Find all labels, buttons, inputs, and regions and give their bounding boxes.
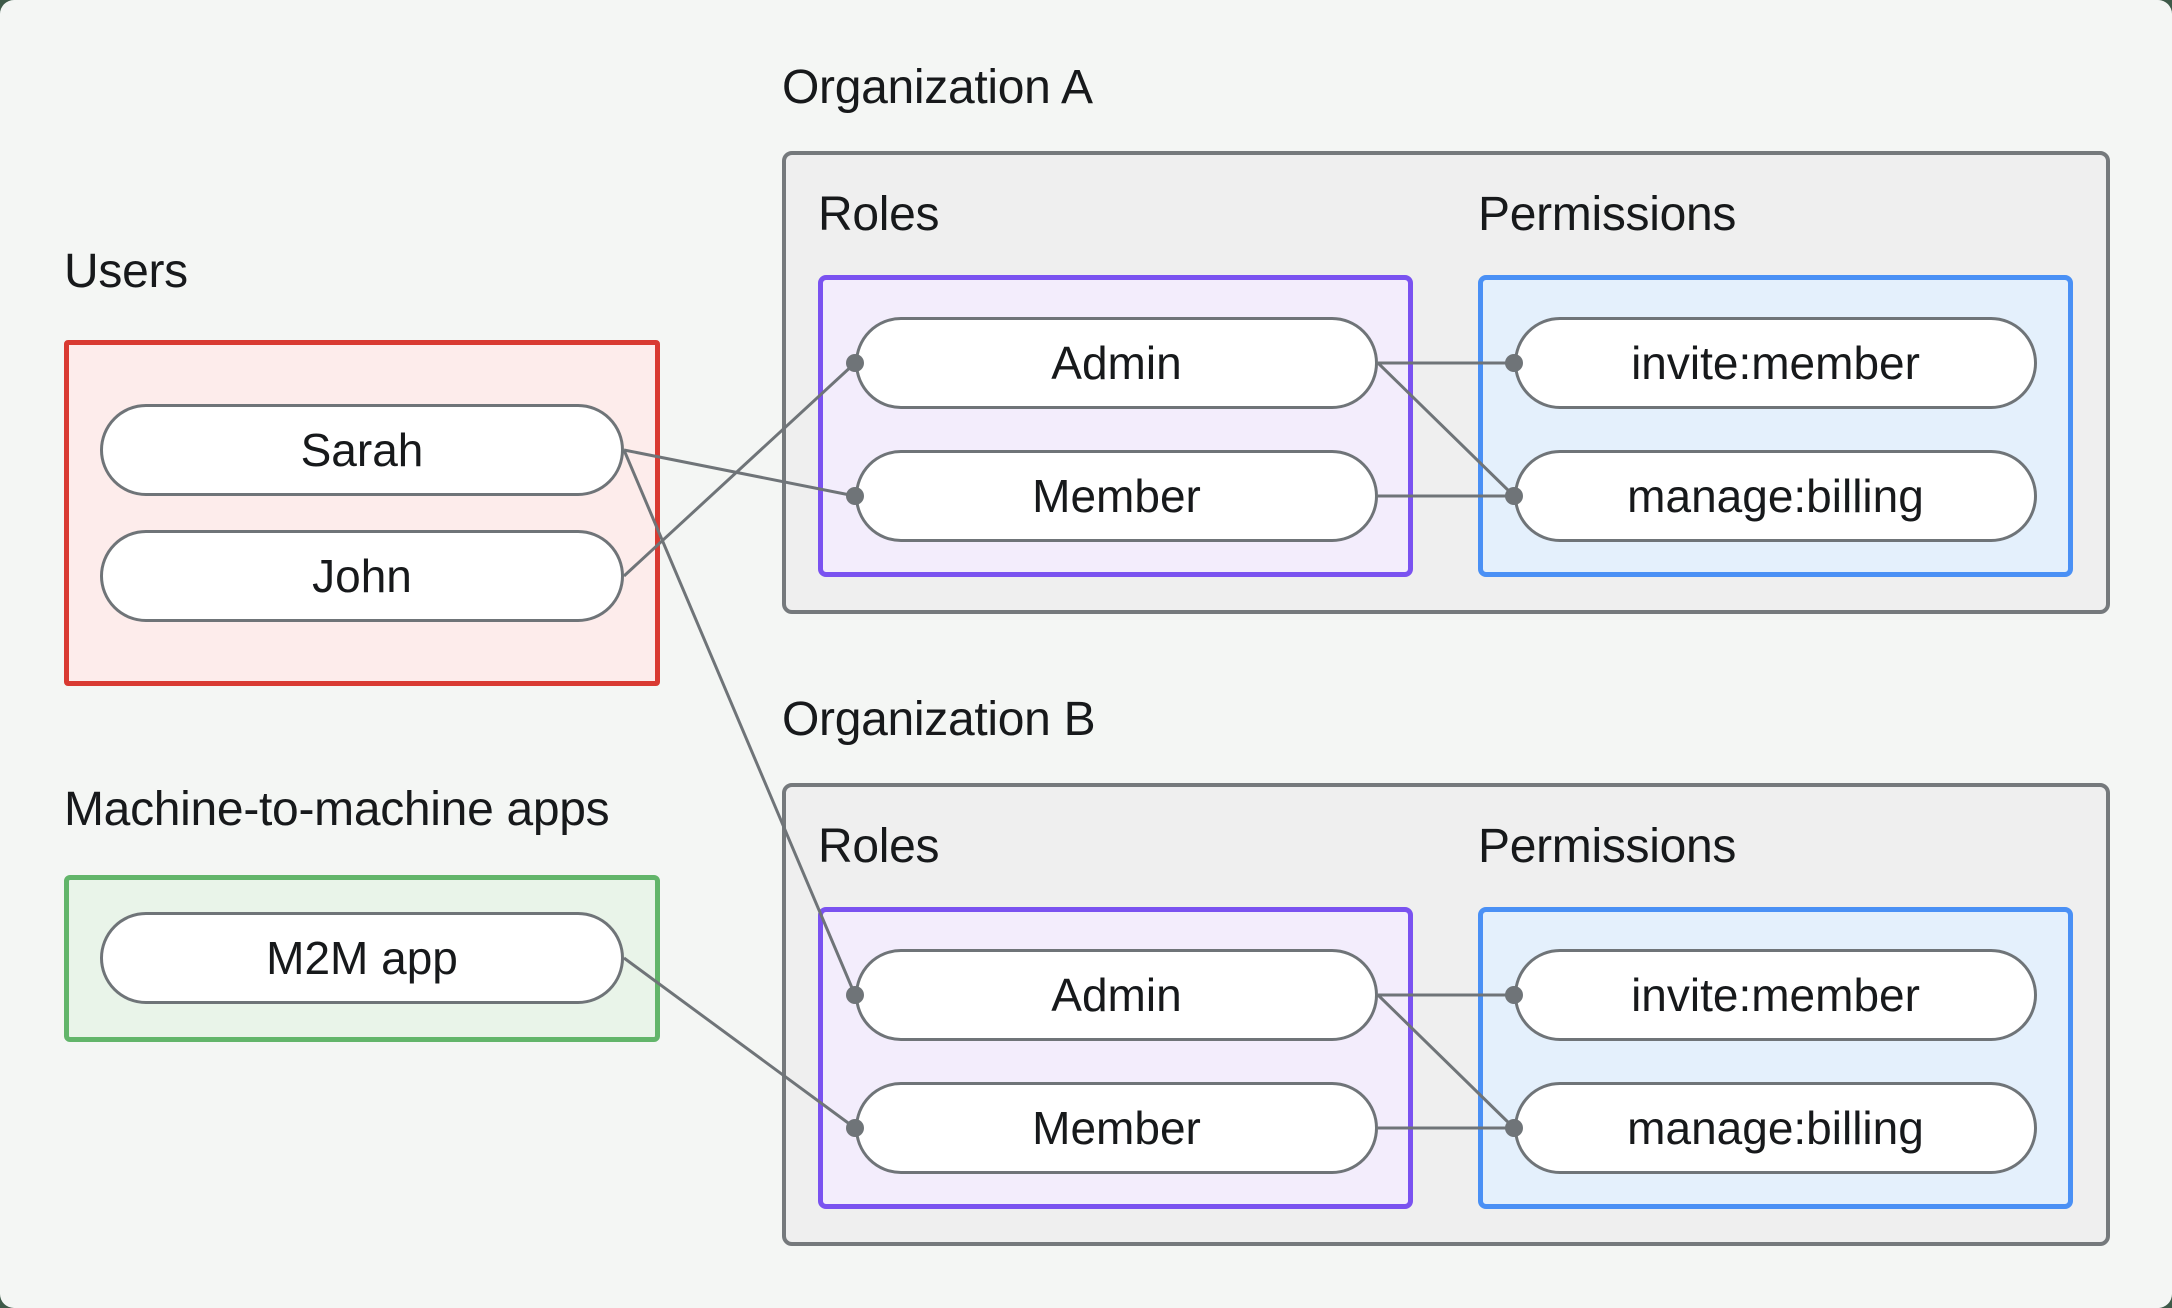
organization-b-label: Organization B xyxy=(782,693,1096,746)
org-a-permissions-label: Permissions xyxy=(1478,188,1737,241)
org-a-perm-invite-node: invite:member xyxy=(1514,317,2037,409)
org-a-role-member-node: Member xyxy=(855,450,1378,542)
org-b-roles-label: Roles xyxy=(818,820,940,873)
user-john-node: John xyxy=(100,530,624,622)
org-b-role-member-node: Member xyxy=(855,1082,1378,1174)
organization-a-label: Organization A xyxy=(782,61,1093,114)
machine-to-machine-label: Machine-to-machine apps xyxy=(64,783,610,836)
org-b-perm-invite-node: invite:member xyxy=(1514,949,2037,1041)
m2m-app-node: M2M app xyxy=(100,912,624,1004)
users-label: Users xyxy=(64,245,188,298)
org-a-perm-billing-node: manage:billing xyxy=(1514,450,2037,542)
org-a-roles-label: Roles xyxy=(818,188,940,241)
org-b-role-admin-node: Admin xyxy=(855,949,1378,1041)
org-b-perm-billing-node: manage:billing xyxy=(1514,1082,2037,1174)
org-b-permissions-label: Permissions xyxy=(1478,820,1737,873)
user-sarah-node: Sarah xyxy=(100,404,624,496)
users-group xyxy=(64,340,660,686)
org-a-role-admin-node: Admin xyxy=(855,317,1378,409)
